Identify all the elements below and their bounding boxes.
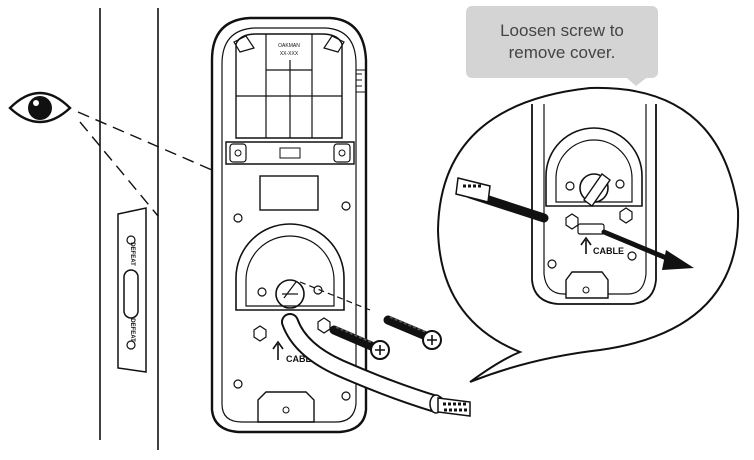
- arrow-up-icon: [580, 236, 592, 254]
- arrow-up-icon: [272, 340, 284, 360]
- screw-alignment-line: [299, 281, 371, 311]
- svg-text:OAKMAN: OAKMAN: [278, 43, 300, 49]
- zoom-cable-label: CABLE: [593, 246, 624, 256]
- svg-text:XX-XXX: XX-XXX: [280, 51, 299, 57]
- interior-mounting-plate: OAKMAN XX-XXX: [210, 16, 368, 434]
- screw-icon: [383, 315, 442, 350]
- eye-icon: [8, 91, 72, 124]
- sight-lines: [77, 111, 213, 217]
- connector-icon: [437, 397, 471, 417]
- callout-box: Loosen screw to remove cover.: [466, 6, 658, 78]
- callout-tail: [620, 72, 654, 86]
- screw-icon: [329, 325, 390, 360]
- strike-plate-bottom-label: DEFEAT: [129, 318, 135, 342]
- strike-plate-top-label: DEFEAT: [129, 242, 135, 266]
- door-edge: [99, 8, 159, 450]
- callout-text: Loosen screw to remove cover.: [500, 21, 624, 62]
- cable-label: CABLE: [286, 354, 317, 364]
- zoom-bubble: [436, 86, 740, 383]
- strike-plate: DEFEAT DEFEAT: [117, 207, 147, 373]
